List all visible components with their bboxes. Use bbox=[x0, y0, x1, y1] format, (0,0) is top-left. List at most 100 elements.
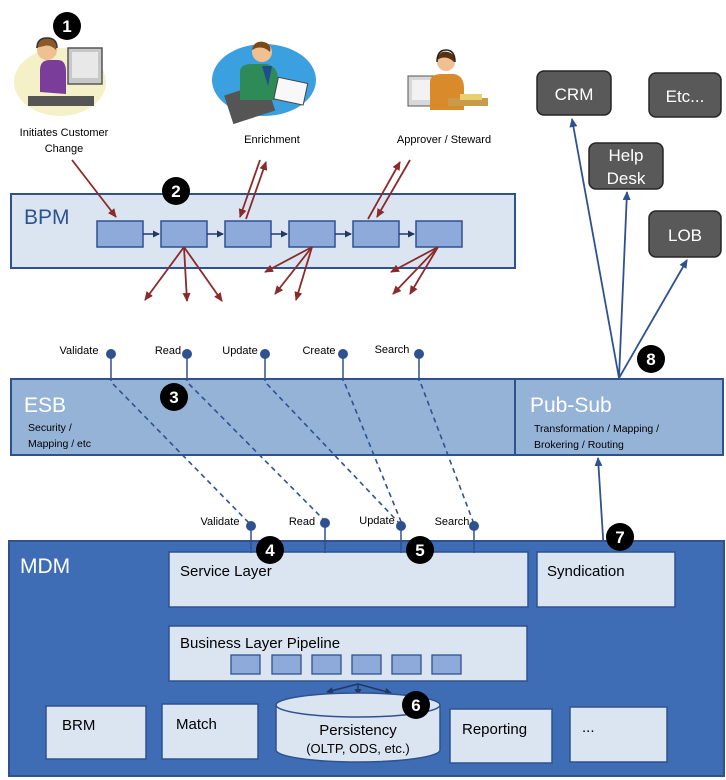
persistency-database-icon[interactable] bbox=[275, 692, 441, 763]
esb-to-mdm-mappings bbox=[112, 383, 475, 525]
esb-op-validate: Validate bbox=[60, 345, 99, 357]
esb-op-read: Read bbox=[155, 345, 181, 357]
pipeline-stage bbox=[391, 654, 422, 675]
esb-layer: ESB Security / Mapping / etc bbox=[10, 378, 516, 456]
bpm-process-chain bbox=[96, 220, 463, 248]
crm-label: CRM bbox=[555, 85, 594, 104]
pubsub-title: Pub-Sub bbox=[530, 394, 612, 417]
step-badge-1 bbox=[53, 12, 81, 40]
mdm-endpoints: Validate Read Update Search bbox=[201, 515, 479, 553]
data-entry-worker-icon bbox=[212, 41, 316, 125]
mdm-search-endpoint[interactable] bbox=[469, 521, 479, 531]
esb-op-create: Create bbox=[302, 345, 335, 357]
approver-label: Approver / Steward bbox=[397, 134, 491, 146]
esb-update-endpoint[interactable] bbox=[260, 349, 270, 359]
esb-subtitle: Security / bbox=[28, 422, 72, 434]
etc-label: Etc... bbox=[666, 87, 705, 106]
brm-label: BRM bbox=[62, 717, 95, 734]
esb-endpoints: Validate Read Update Create Search bbox=[60, 344, 424, 381]
step-badge-4 bbox=[256, 536, 284, 564]
esb-create-endpoint[interactable] bbox=[338, 349, 348, 359]
pubsub-publish-arrows bbox=[569, 118, 688, 554]
step-badge-3-label: 3 bbox=[169, 388, 178, 407]
step-badge-2-label: 2 bbox=[171, 182, 180, 201]
approver-headset-icon bbox=[407, 49, 488, 110]
pipeline-stage bbox=[230, 654, 261, 675]
more-components-box[interactable] bbox=[569, 706, 668, 763]
bpm-task bbox=[288, 220, 336, 248]
step-badge-7 bbox=[606, 523, 634, 551]
esb-search-endpoint[interactable] bbox=[414, 349, 424, 359]
step-badge-6-label: 6 bbox=[411, 696, 420, 715]
step-badge-7-label: 7 bbox=[615, 528, 624, 547]
step-badge-8-label: 8 bbox=[646, 350, 655, 369]
pipeline-stage bbox=[311, 654, 342, 675]
reporting-label: Reporting bbox=[462, 721, 527, 738]
business-pipeline-box[interactable] bbox=[168, 625, 528, 682]
step-badge-2 bbox=[162, 177, 190, 205]
service-layer-label: Service Layer bbox=[180, 563, 272, 580]
call-center-agent-icon bbox=[14, 37, 106, 116]
step-badge-5-label: 5 bbox=[415, 541, 424, 560]
match-box[interactable] bbox=[161, 703, 259, 760]
esb-op-search: Search bbox=[375, 344, 410, 356]
lob-system[interactable] bbox=[648, 210, 722, 258]
mdm-validate-endpoint[interactable] bbox=[246, 521, 256, 531]
mdm-title: MDM bbox=[20, 555, 70, 578]
mdm-op-search: Search bbox=[435, 516, 470, 528]
mdm-update-endpoint[interactable] bbox=[396, 521, 406, 531]
pipeline-stages bbox=[230, 654, 462, 675]
bpm-task bbox=[224, 220, 272, 248]
reporting-box[interactable] bbox=[449, 708, 553, 764]
step-badge-8 bbox=[637, 345, 665, 373]
syndication-label: Syndication bbox=[547, 563, 625, 580]
customer-label-line2: Change bbox=[45, 143, 84, 155]
step-badge-1-label: 1 bbox=[62, 17, 71, 36]
esb-subtitle-line2: Mapping / etc bbox=[28, 438, 91, 450]
match-label: Match bbox=[176, 716, 217, 733]
approver-actor: Approver / Steward bbox=[397, 49, 491, 146]
help-desk-label-line2: Desk bbox=[607, 169, 646, 188]
brm-box[interactable] bbox=[45, 705, 147, 760]
bpm-task bbox=[96, 220, 144, 248]
business-pipeline-label: Business Layer Pipeline bbox=[180, 635, 340, 652]
step-badge-4-label: 4 bbox=[265, 541, 275, 560]
bpm-task bbox=[160, 220, 208, 248]
persistency-sublabel: (OLTP, ODS, etc.) bbox=[306, 741, 410, 756]
step-badge-3 bbox=[160, 383, 188, 411]
enrichment-label: Enrichment bbox=[244, 134, 300, 146]
enrichment-actor: Enrichment bbox=[212, 41, 316, 146]
step-badge-5 bbox=[406, 536, 434, 564]
pipeline-stage bbox=[351, 654, 382, 675]
step-badges: 1 2 3 4 5 6 7 8 bbox=[53, 12, 665, 719]
esb-op-update: Update bbox=[222, 345, 257, 357]
crm-system[interactable] bbox=[536, 70, 612, 116]
mdm-layer: MDM Service Layer Syndication Business L… bbox=[8, 540, 725, 777]
pubsub-subtitle: Transformation / Mapping / bbox=[534, 423, 659, 435]
bpm-task bbox=[415, 220, 463, 248]
bpm-interaction-arrows bbox=[71, 159, 439, 302]
esb-box bbox=[10, 378, 516, 456]
customer-label: Initiates Customer bbox=[20, 127, 109, 139]
pipeline-stage bbox=[431, 654, 462, 675]
help-desk-system[interactable] bbox=[588, 142, 664, 190]
mdm-op-update: Update bbox=[359, 515, 394, 527]
bpm-task bbox=[352, 220, 400, 248]
mdm-read-endpoint[interactable] bbox=[320, 518, 330, 528]
esb-validate-endpoint[interactable] bbox=[106, 349, 116, 359]
service-layer-box[interactable] bbox=[168, 551, 529, 608]
esb-read-endpoint[interactable] bbox=[182, 349, 192, 359]
bpm-layer: BPM bbox=[10, 193, 516, 269]
more-components-label: ... bbox=[582, 719, 595, 736]
persistency-label: Persistency bbox=[319, 722, 397, 739]
etc-system[interactable] bbox=[648, 72, 722, 118]
mdm-op-validate: Validate bbox=[201, 516, 240, 528]
help-desk-label: Help bbox=[609, 146, 644, 165]
esb-title: ESB bbox=[24, 394, 66, 417]
customer-actor: Initiates Customer Change bbox=[14, 37, 109, 155]
pipeline-stage bbox=[271, 654, 302, 675]
syndication-box[interactable] bbox=[536, 551, 676, 608]
mdm-op-read: Read bbox=[289, 516, 315, 528]
pubsub-layer: Pub-Sub Transformation / Mapping / Broke… bbox=[514, 378, 724, 456]
